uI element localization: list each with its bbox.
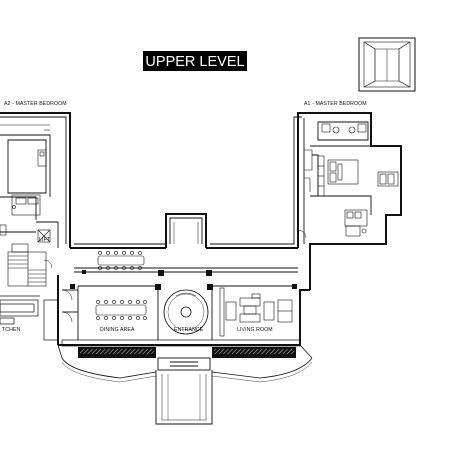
door-swings (43, 229, 307, 323)
left-staircase (7, 243, 47, 287)
a2-bedroom-furniture (0, 124, 51, 243)
living-room-furniture (219, 287, 293, 337)
label-entrance: ENTRANCE (174, 327, 204, 333)
label-dining-area: DINING AREA (100, 327, 135, 333)
interior-walls (0, 116, 372, 340)
label-a1-master-bedroom: A1 - MASTER BEDROOM (304, 101, 367, 107)
orientation-symbol-icon (358, 37, 416, 92)
entrance-bridge (155, 357, 213, 425)
label-a2-master-bedroom: A2 - MASTER BEDROOM (4, 101, 67, 107)
page-title: UPPER LEVEL (145, 54, 244, 70)
lower-wall-strip (61, 339, 301, 347)
kitchen-area (0, 295, 59, 341)
balcony-band (78, 347, 296, 358)
label-lift: LIFT (39, 237, 51, 243)
label-living-room: LIVING ROOM (237, 327, 273, 333)
a1-bedroom-furniture (304, 123, 399, 237)
center-recess (173, 222, 199, 244)
entrance-rotunda (163, 289, 209, 335)
curved-terrace (57, 344, 313, 383)
label-kitchen: TCHEN (2, 327, 21, 333)
title-background (143, 51, 247, 71)
title-block: UPPER LEVEL (143, 51, 247, 71)
exterior-walls (0, 112, 402, 346)
dining-tables (95, 251, 147, 320)
pillars (70, 270, 297, 290)
